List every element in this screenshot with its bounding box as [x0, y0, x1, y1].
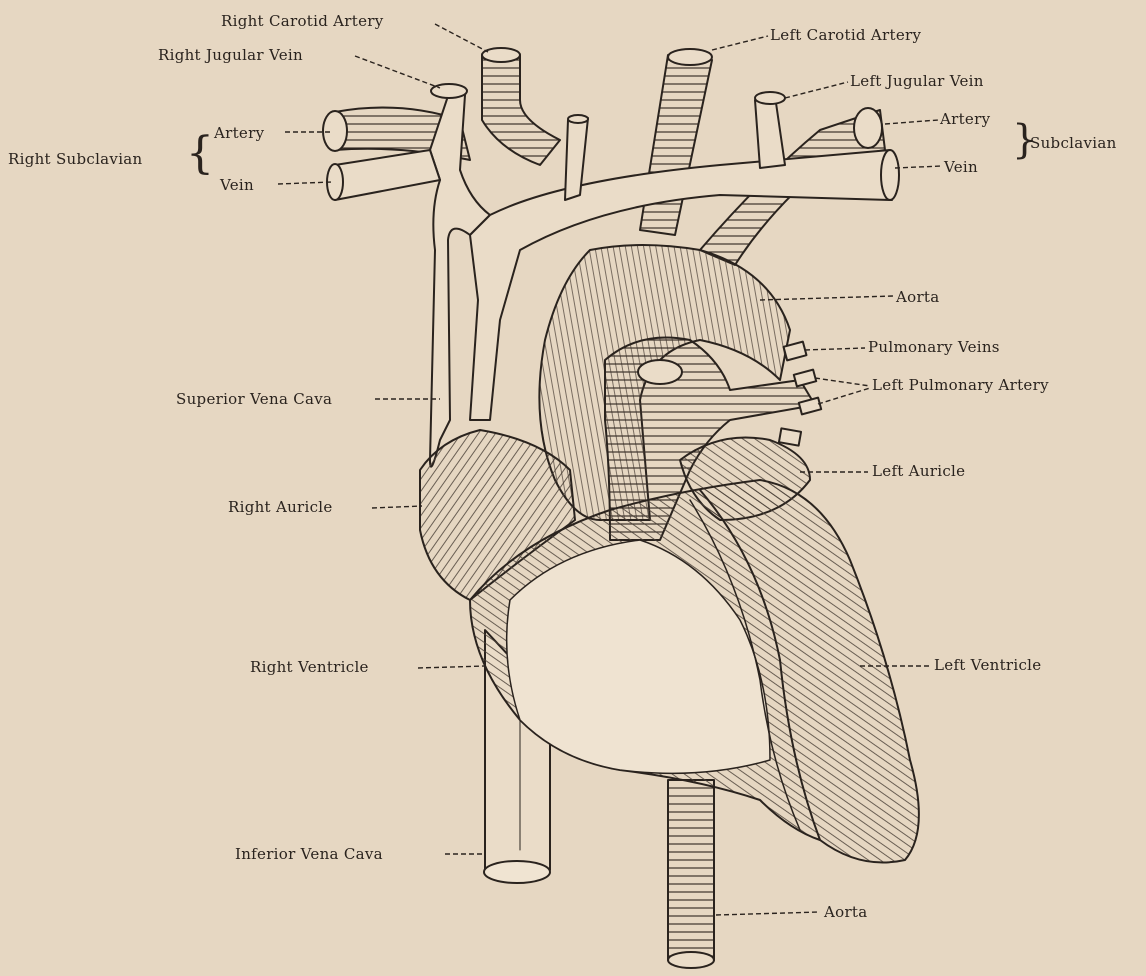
label-left-subclavian-vein: Vein	[944, 158, 978, 176]
leader-pulmonary-veins	[805, 348, 865, 350]
label-left-ventricle: Left Ventricle	[934, 656, 1041, 674]
leader-right-ventricle	[418, 666, 485, 668]
left-carotid-artery	[640, 55, 712, 235]
label-right-carotid-artery: Right Carotid Artery	[221, 12, 384, 30]
label-right-subclavian: Right Subclavian	[8, 150, 143, 168]
leader-left-pulmonary-2	[818, 388, 870, 404]
left-jugular-vein	[755, 96, 785, 168]
right-subclavian-brace: {	[186, 132, 214, 176]
label-aorta-lower: Aorta	[824, 903, 868, 921]
leader-left-subclavian-artery	[885, 120, 938, 124]
leader-left-carotid	[712, 36, 768, 50]
label-left-jugular-vein: Left Jugular Vein	[850, 72, 984, 90]
leader-right-auricle	[372, 506, 422, 508]
label-left-subclavian: Subclavian	[1030, 134, 1117, 152]
label-right-subclavian-vein: Vein	[220, 176, 254, 194]
label-pulmonary-veins: Pulmonary Veins	[868, 338, 1000, 356]
leader-right-jugular	[355, 56, 440, 88]
leader-right-subclavian-vein	[278, 182, 332, 184]
leader-aorta-upper	[760, 296, 893, 300]
label-right-auricle: Right Auricle	[228, 498, 333, 516]
label-right-ventricle: Right Ventricle	[250, 658, 369, 676]
leader-aorta-lower	[716, 912, 820, 915]
label-aorta-upper: Aorta	[896, 288, 940, 306]
label-inferior-vena-cava: Inferior Vena Cava	[235, 845, 383, 863]
label-superior-vena-cava: Superior Vena Cava	[176, 390, 332, 408]
label-left-auricle: Left Auricle	[872, 462, 965, 480]
right-carotid-artery	[482, 55, 560, 165]
label-right-subclavian-artery: Artery	[214, 124, 264, 142]
leader-left-jugular	[785, 82, 848, 98]
label-left-subclavian-artery: Artery	[940, 110, 990, 128]
right-subclavian-vein	[335, 150, 440, 200]
leader-left-pulmonary-1	[815, 378, 870, 386]
leader-left-subclavian-vein	[895, 166, 942, 168]
leader-right-carotid	[435, 24, 488, 52]
descending-aorta	[668, 780, 714, 968]
label-left-carotid-artery: Left Carotid Artery	[770, 26, 921, 44]
label-right-jugular-vein: Right Jugular Vein	[158, 46, 303, 64]
label-left-pulmonary-artery: Left Pulmonary Artery	[872, 376, 1049, 394]
